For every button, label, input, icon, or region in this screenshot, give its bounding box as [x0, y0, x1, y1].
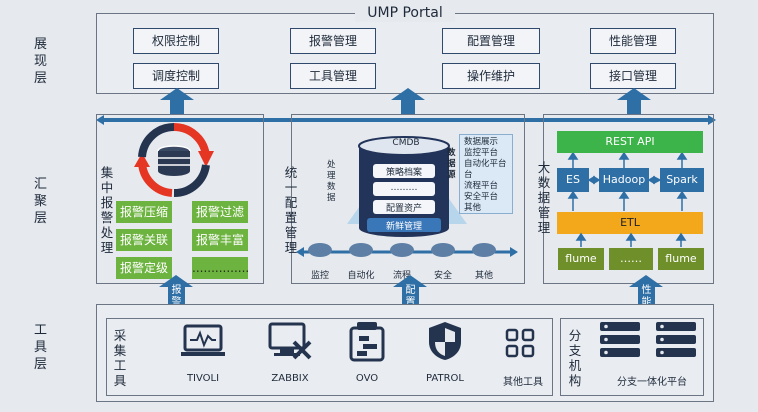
tile-schedule[interactable]: 调度控制 — [133, 63, 219, 89]
data-sources-bar — [296, 243, 518, 257]
rest-api-box: REST API — [557, 131, 703, 153]
layer-label-aggregation: 汇聚层 — [33, 177, 48, 226]
cmdb-label: CMDB — [392, 138, 420, 148]
collect-tools-box — [106, 318, 553, 396]
portal-title: UMP Portal — [355, 4, 455, 22]
tile-tool-mgmt[interactable]: 工具管理 — [290, 63, 376, 89]
btn-alarm-correlate[interactable]: 报警关联 — [116, 229, 172, 251]
es-box: ES — [557, 168, 589, 192]
patrol-shield-icon — [429, 322, 461, 360]
flume-box-2: flume — [658, 248, 704, 270]
source-automation: 自动化 — [347, 271, 375, 281]
branch-label: 分支机构 — [568, 328, 582, 388]
hadoop-box: Hadoop — [599, 168, 649, 192]
btn-alarm-enrich[interactable]: 报警丰富 — [192, 229, 248, 251]
performance-tag: 性能 — [638, 285, 655, 309]
source-process: 流程 — [392, 271, 411, 281]
data-display-list: 数据展示监控平台自动化平台 台流程平台安全平台 其他 — [459, 134, 513, 214]
up-arrow-config-to-portal — [391, 88, 425, 114]
up-arrow-alarm-to-portal — [160, 88, 194, 114]
tile-permission[interactable]: 权限控制 — [133, 28, 219, 54]
flume-box-ellipsis: …… — [609, 248, 653, 270]
config-title: 统一配置管理 — [284, 165, 298, 255]
btn-alarm-grade[interactable]: 报警定级 — [116, 257, 172, 279]
source-monitor: 监控 — [310, 271, 329, 281]
branch-platform-label: 分支一体化平台 — [617, 377, 687, 388]
ovo-icon — [349, 322, 385, 362]
bigdata-panel — [543, 114, 714, 284]
tool-zabbix-label: ZABBIX — [271, 373, 309, 384]
tile-interface[interactable]: 接口管理 — [590, 63, 676, 89]
tile-operation[interactable]: 操作维护 — [442, 63, 540, 89]
data-source-label: 数据源 — [447, 148, 456, 180]
tool-other-label: 其他工具 — [503, 377, 543, 388]
tile-config-mgmt[interactable]: 配置管理 — [442, 28, 540, 54]
btn-alarm-more[interactable]: ............... — [192, 257, 249, 279]
config-tag: 配置 — [402, 285, 419, 309]
etl-box: ETL — [557, 212, 703, 234]
tile-alarm-mgmt[interactable]: 报警管理 — [290, 28, 376, 54]
cmdb-stack-graphic — [347, 136, 467, 237]
zabbix-icon — [268, 322, 312, 360]
disc-bottom-label: 新鲜管理 — [385, 222, 422, 232]
alarm-cycle-icon — [134, 122, 214, 198]
spark-box: Spark — [660, 168, 704, 192]
tool-tivoli-label: TIVOLI — [186, 373, 220, 384]
layer-label-tools: 工具层 — [33, 323, 48, 372]
alarm-title: 集中报警处理 — [100, 165, 114, 255]
alarm-tag: 报警 — [168, 285, 185, 309]
branch-box — [560, 318, 704, 396]
disc-ellipsis: ……… — [390, 183, 418, 193]
bigdata-flow-arrows — [567, 153, 688, 247]
other-tools-icon — [505, 328, 535, 358]
flume-box-1: flume — [558, 248, 604, 270]
branch-servers-icon — [600, 322, 696, 357]
disc-config-asset: 配置资产 — [385, 204, 422, 214]
tool-patrol-label: PATROL — [426, 373, 464, 384]
process-data-label: 处理数据 — [327, 160, 336, 203]
tivoli-icon — [181, 324, 225, 356]
source-other: 其他 — [474, 271, 493, 281]
horizontal-bus-arrow — [96, 115, 716, 125]
up-arrow-bigdata-to-portal — [617, 88, 651, 114]
bigdata-title: 大数据管理 — [537, 160, 551, 235]
btn-alarm-compress[interactable]: 报警压缩 — [116, 201, 172, 223]
layer-label-presentation: 展现层 — [33, 37, 48, 86]
tile-performance[interactable]: 性能管理 — [590, 28, 676, 54]
btn-alarm-filter[interactable]: 报警过滤 — [192, 201, 248, 223]
source-security: 安全 — [433, 271, 452, 281]
collect-label: 采集工具 — [113, 328, 127, 388]
tool-ovo-label: OVO — [355, 373, 379, 384]
disc-policy: 策略档案 — [385, 168, 422, 178]
